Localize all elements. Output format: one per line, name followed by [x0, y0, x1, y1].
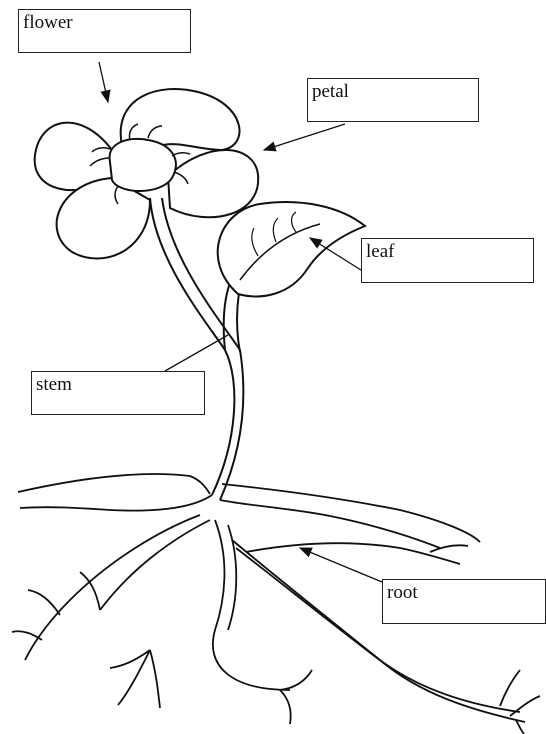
flower-arrow [99, 62, 108, 102]
root-label-box[interactable]: root [382, 579, 546, 624]
petal-arrow [264, 124, 345, 150]
flower-label: flower [23, 12, 73, 33]
root-label: root [387, 582, 418, 603]
stem-pointer [165, 335, 228, 371]
petal-label-box[interactable]: petal [307, 78, 479, 122]
stem-label: stem [36, 374, 72, 395]
leaf-label: leaf [366, 241, 394, 262]
leaf [218, 202, 365, 296]
stem-label-box[interactable]: stem [31, 371, 205, 415]
petal-label: petal [312, 81, 349, 102]
flower-label-box[interactable]: flower [18, 9, 191, 53]
petal-right [168, 150, 258, 217]
leaf-label-box[interactable]: leaf [361, 238, 534, 283]
root-arrow [300, 548, 382, 582]
flower-center [110, 139, 176, 191]
